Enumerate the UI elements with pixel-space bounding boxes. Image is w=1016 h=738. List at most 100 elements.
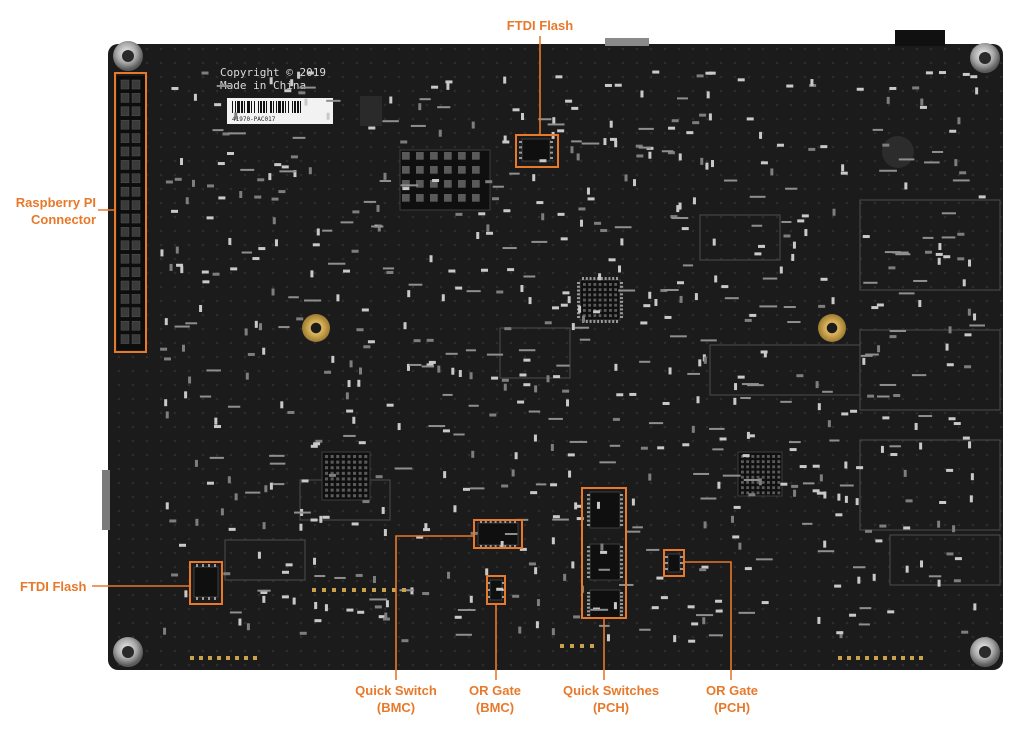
smd-component (696, 74, 704, 78)
smd-component (880, 445, 884, 453)
silkscreen-mark (879, 383, 897, 386)
pad-array-square (458, 166, 466, 174)
smd-component (281, 165, 289, 169)
smd-component (308, 167, 312, 175)
bga-ball (364, 477, 368, 481)
barcode-bar (237, 101, 240, 113)
smd-component (201, 71, 209, 75)
bga-ball (751, 475, 755, 479)
smd-component (402, 187, 410, 191)
smd-component (180, 266, 184, 274)
smd-component (631, 498, 635, 506)
bga-ball (761, 481, 765, 484)
smd-component (352, 210, 360, 214)
smd-component (176, 263, 184, 267)
chip-pin (587, 515, 590, 518)
smd-component (714, 275, 718, 283)
silkscreen-mark (759, 305, 778, 308)
bga-ball (336, 488, 340, 492)
label-quick-switches-pch: Quick Switches (PCH) (555, 682, 667, 716)
silkscreen-mark (802, 482, 815, 485)
edge-pad (362, 588, 366, 592)
chip-pin (519, 157, 522, 159)
smd-component (668, 367, 672, 375)
silkscreen-mark (293, 511, 311, 514)
smd-component (614, 363, 618, 371)
bga-ball (777, 460, 781, 464)
edge-pad (332, 588, 336, 592)
chip-pin (577, 312, 580, 315)
smd-component (748, 493, 756, 497)
smd-component (671, 119, 679, 123)
silkscreen-mark (859, 607, 872, 610)
smd-component (260, 590, 268, 594)
smd-component (206, 184, 214, 188)
smd-component (372, 575, 376, 583)
smd-component (550, 443, 554, 451)
bga-ball (358, 455, 362, 459)
smd-component (326, 112, 330, 120)
smd-component (791, 484, 799, 488)
smd-component (596, 501, 600, 509)
smd-component (259, 323, 263, 331)
smd-component (810, 79, 814, 87)
silkscreen-mark (241, 251, 252, 254)
smd-component (571, 561, 575, 569)
smd-component (614, 140, 618, 148)
smd-component (262, 595, 266, 603)
pad-array-square (416, 194, 424, 202)
smd-component (850, 409, 858, 413)
smd-component (501, 484, 509, 488)
smd-component (836, 631, 844, 635)
smd-component (688, 639, 696, 643)
smd-component (503, 209, 511, 213)
smd-component (306, 71, 314, 75)
bga-ball (336, 483, 340, 487)
mounting-hole-left (302, 314, 330, 342)
chip-pin (514, 545, 516, 548)
bga-ball (358, 471, 362, 475)
chip-pin (620, 599, 623, 602)
pad-array-square (402, 166, 410, 174)
smd-component (458, 370, 462, 378)
smd-component (924, 250, 932, 254)
top-usb-connector (605, 38, 649, 46)
silkscreen-mark (502, 247, 517, 250)
bga-ball (347, 466, 351, 470)
smd-component (544, 321, 552, 325)
smd-component (576, 153, 580, 161)
chip-pin (550, 151, 553, 154)
smd-component (299, 631, 307, 635)
silkscreen-mark (738, 611, 755, 614)
chip-pin (620, 546, 623, 548)
bga-ball (347, 483, 351, 487)
header-pin (131, 186, 141, 197)
bga-ball (746, 486, 750, 490)
smd-component (362, 500, 370, 504)
highlight-ftdi-flash-top (515, 134, 559, 168)
chip-pin (680, 562, 683, 564)
chip-pin (593, 320, 596, 323)
bga-ball (358, 460, 362, 464)
bga-ball (341, 460, 345, 464)
header-pin (120, 294, 130, 304)
bga-ball (746, 465, 750, 469)
bga-chip-right (737, 451, 783, 497)
chip-pin (577, 289, 580, 292)
smd-component (239, 191, 243, 199)
silkscreen-mark (609, 444, 621, 447)
smd-component (292, 597, 296, 605)
smd-component (539, 159, 547, 163)
smd-component (576, 517, 584, 521)
smd-component (721, 285, 729, 289)
bga-ball (741, 491, 744, 495)
chip-pin (587, 610, 590, 613)
smd-component (581, 315, 585, 323)
smd-component (192, 179, 196, 187)
smd-component (954, 159, 958, 167)
smd-component (959, 171, 967, 175)
bga-ball (593, 303, 597, 307)
smd-component (839, 631, 843, 639)
bga-ball (772, 465, 776, 469)
smd-component (952, 525, 956, 533)
